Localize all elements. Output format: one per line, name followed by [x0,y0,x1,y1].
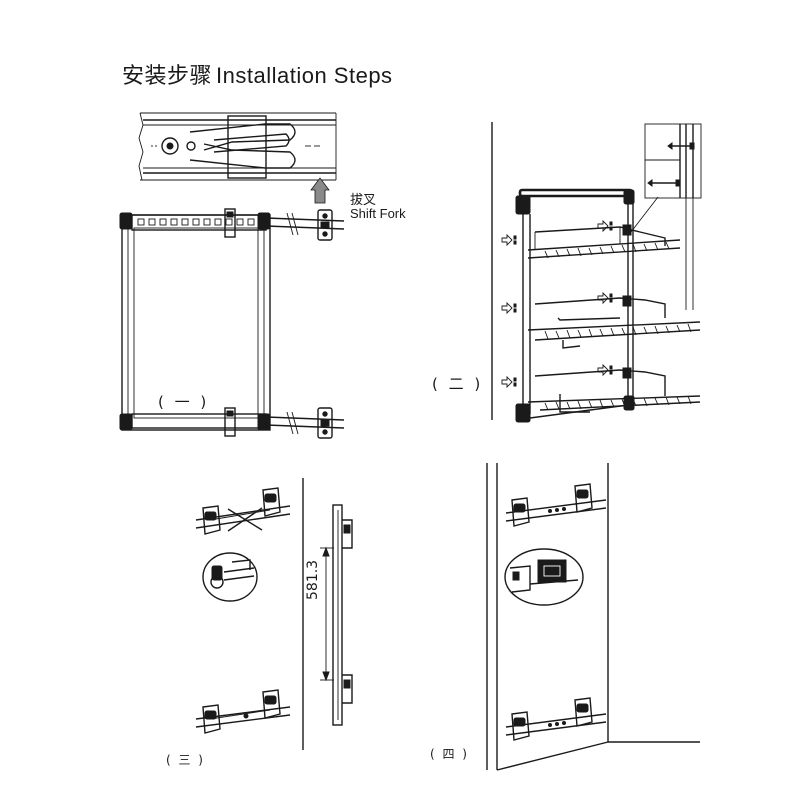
dimension-line [320,546,334,682]
drawer-frame-top-view [119,208,271,437]
rail-bracket-bottom-step4 [505,697,607,741]
shift-fork-detail-inset [138,112,337,181]
dimension-label: 581.3 [305,559,321,600]
title-chinese: 安装步骤 [122,64,213,89]
slide-rail-top [265,209,345,241]
shift-fork-label-en: Shift Fork [350,206,406,221]
step-label-4: ( 四 ) [430,747,469,761]
screw-detail-inset [644,123,702,310]
rail-holes [137,218,255,226]
clip-detail-oval-step4 [504,548,584,606]
rail-bracket-top-step3 [195,487,291,535]
arrow-right-icons-left [501,233,517,389]
step-label-3: ( 三 ) [166,753,205,767]
shift-fork-label-cn: 拔叉 [350,193,377,208]
arrow-up-icon [310,177,330,204]
step-label-1: ( 一 ) [158,393,210,411]
arrow-right-icons-right [597,219,613,377]
cabinet-interior-step4 [486,463,700,771]
step-label-2: ( 二 ) [432,375,484,393]
rail-bracket-bottom-step3 [195,689,291,734]
clip-detail-oval-step3 [202,552,258,602]
side-rail-elevation [332,504,353,726]
rail-bracket-top-step4 [505,483,607,527]
slide-rail-bottom [265,407,345,439]
pull-out-basket-unit [515,188,701,423]
title-english: Installation Steps [216,63,393,88]
